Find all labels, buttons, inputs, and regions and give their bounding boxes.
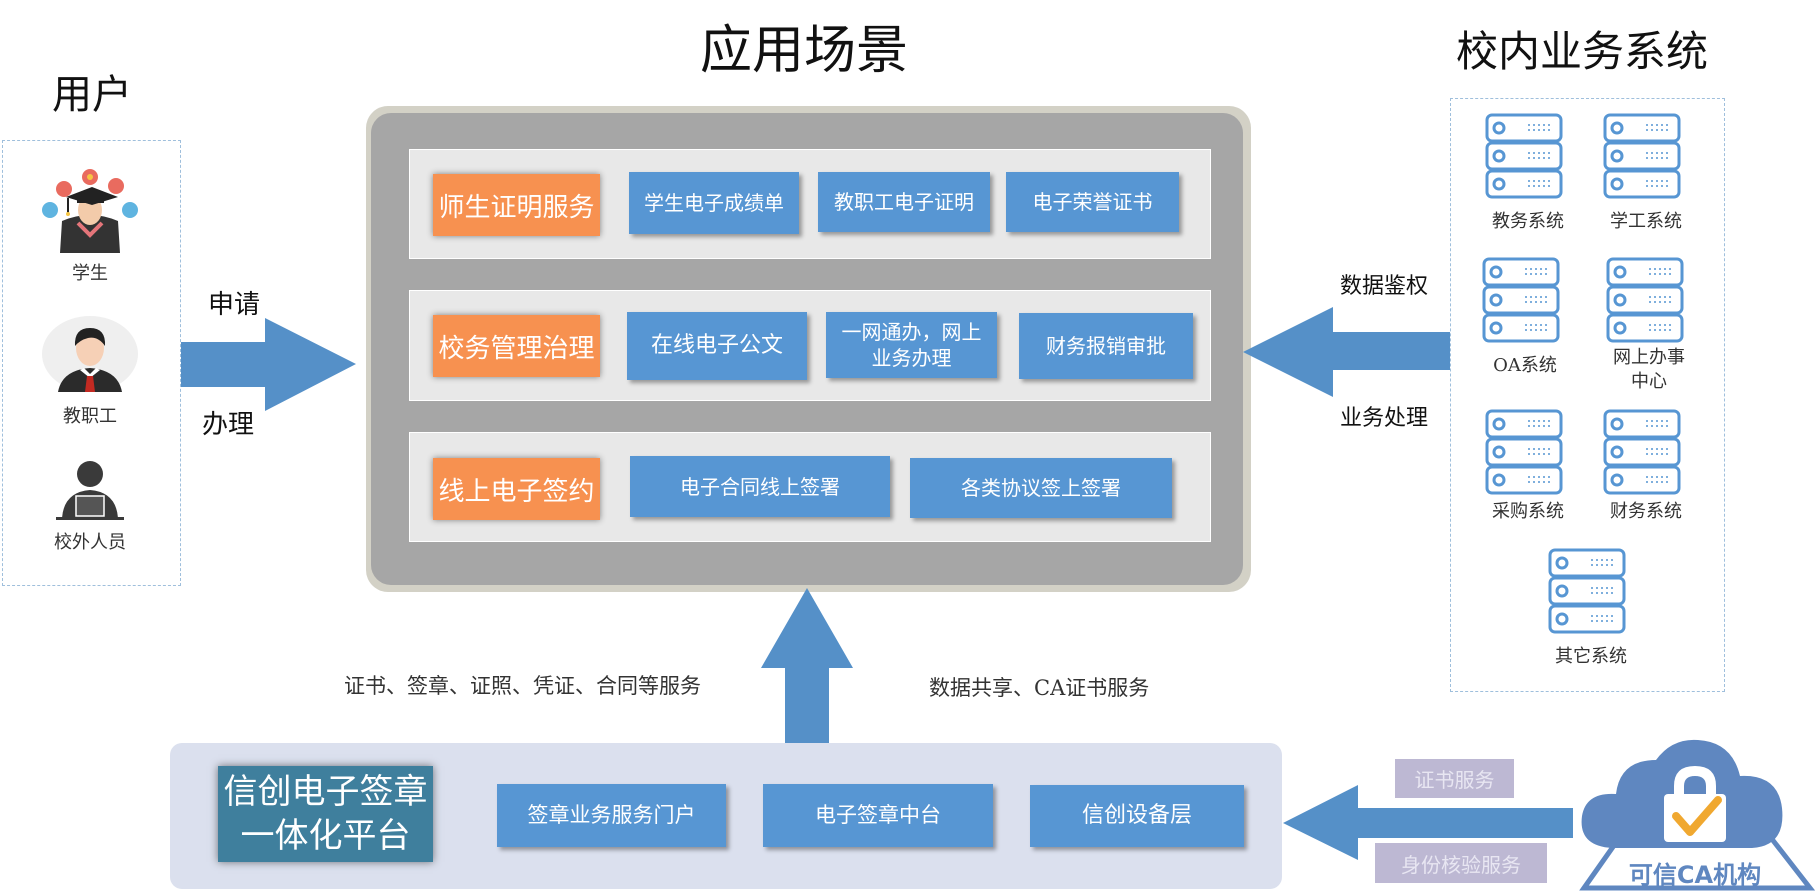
- scene-title: 应用场景: [700, 21, 909, 81]
- scene-category-certification[interactable]: 师生证明服务: [433, 174, 600, 236]
- platform-title-line1: 信创电子签章: [223, 772, 428, 812]
- user-student[interactable]: 学生: [40, 165, 140, 285]
- staff-avatar-icon: [42, 316, 138, 392]
- platform-title: 信创电子签章 一体化平台: [218, 766, 433, 862]
- system-label: 采购系统: [1492, 501, 1564, 522]
- system-label: OA系统: [1493, 355, 1557, 376]
- scene-item[interactable]: 电子荣誉证书: [1006, 172, 1179, 232]
- scene-category-signing[interactable]: 线上电子签约: [433, 458, 600, 520]
- platform-module[interactable]: 信创设备层: [1030, 785, 1244, 847]
- scene-item[interactable]: 在线电子公文: [627, 312, 807, 380]
- platform-arrow-left-label: 证书、签章、证照、凭证、合同等服务: [344, 674, 701, 698]
- server-icon: [1482, 257, 1560, 343]
- user-external[interactable]: 校外人员: [40, 460, 140, 554]
- server-icon: [1603, 113, 1681, 199]
- system-label: 财务系统: [1610, 501, 1682, 522]
- scene-category-management[interactable]: 校务管理治理: [433, 315, 600, 377]
- user-staff[interactable]: 教职工: [40, 316, 140, 428]
- user-student-label: 学生: [72, 263, 108, 284]
- external-person-icon: [56, 461, 124, 520]
- cloud-lock-check-icon: [1579, 739, 1816, 891]
- server-icon: [1603, 409, 1681, 495]
- system-label: 学工系统: [1610, 211, 1682, 232]
- user-arrow-top-label: 申请: [208, 290, 261, 320]
- system-auth-arrow: [1243, 307, 1450, 397]
- ca-label: 可信CA机构: [1628, 861, 1762, 889]
- server-icon: [1485, 113, 1563, 199]
- system-label: 网上办事 中心: [1613, 347, 1685, 392]
- platform-module[interactable]: 电子签章中台: [763, 784, 993, 847]
- server-icon: [1548, 548, 1626, 634]
- scene-item[interactable]: 财务报销审批: [1019, 313, 1193, 379]
- scene-item[interactable]: 学生电子成绩单: [629, 172, 799, 234]
- server-icon: [1485, 409, 1563, 495]
- scene-item[interactable]: 教职工电子证明: [818, 172, 990, 232]
- systems-panel: [1450, 98, 1725, 692]
- platform-up-arrow: [761, 588, 853, 744]
- user-arrow-bottom-label: 办理: [202, 410, 255, 440]
- system-label: 其它系统: [1555, 646, 1627, 667]
- ca-arrow-bottom-label: 身份核验服务: [1375, 843, 1547, 883]
- scene-item[interactable]: 一网通办，网上 业务办理: [826, 312, 997, 378]
- platform-title-line2: 一体化平台: [240, 816, 411, 856]
- systems-title: 校内业务系统: [1456, 27, 1709, 76]
- server-icon: [1606, 257, 1684, 343]
- system-arrow-top-label: 数据鉴权: [1340, 274, 1429, 299]
- scene-item[interactable]: 各类协议签上签署: [910, 458, 1172, 518]
- user-request-arrow: [181, 318, 356, 411]
- users-panel: [2, 140, 181, 586]
- user-external-label: 校外人员: [54, 532, 126, 553]
- scene-item[interactable]: 电子合同线上签署: [630, 456, 890, 517]
- users-title: 用户: [52, 72, 132, 118]
- ca-arrow-top-label: 证书服务: [1395, 759, 1514, 798]
- user-staff-label: 教职工: [63, 406, 117, 427]
- system-label: 教务系统: [1492, 211, 1564, 232]
- system-arrow-bottom-label: 业务处理: [1340, 406, 1429, 431]
- platform-arrow-right-label: 数据共享、CA证书服务: [929, 676, 1150, 700]
- ca-service-arrow: [1283, 785, 1573, 860]
- student-graduate-icon: [42, 169, 138, 253]
- platform-module[interactable]: 签章业务服务门户: [497, 784, 726, 847]
